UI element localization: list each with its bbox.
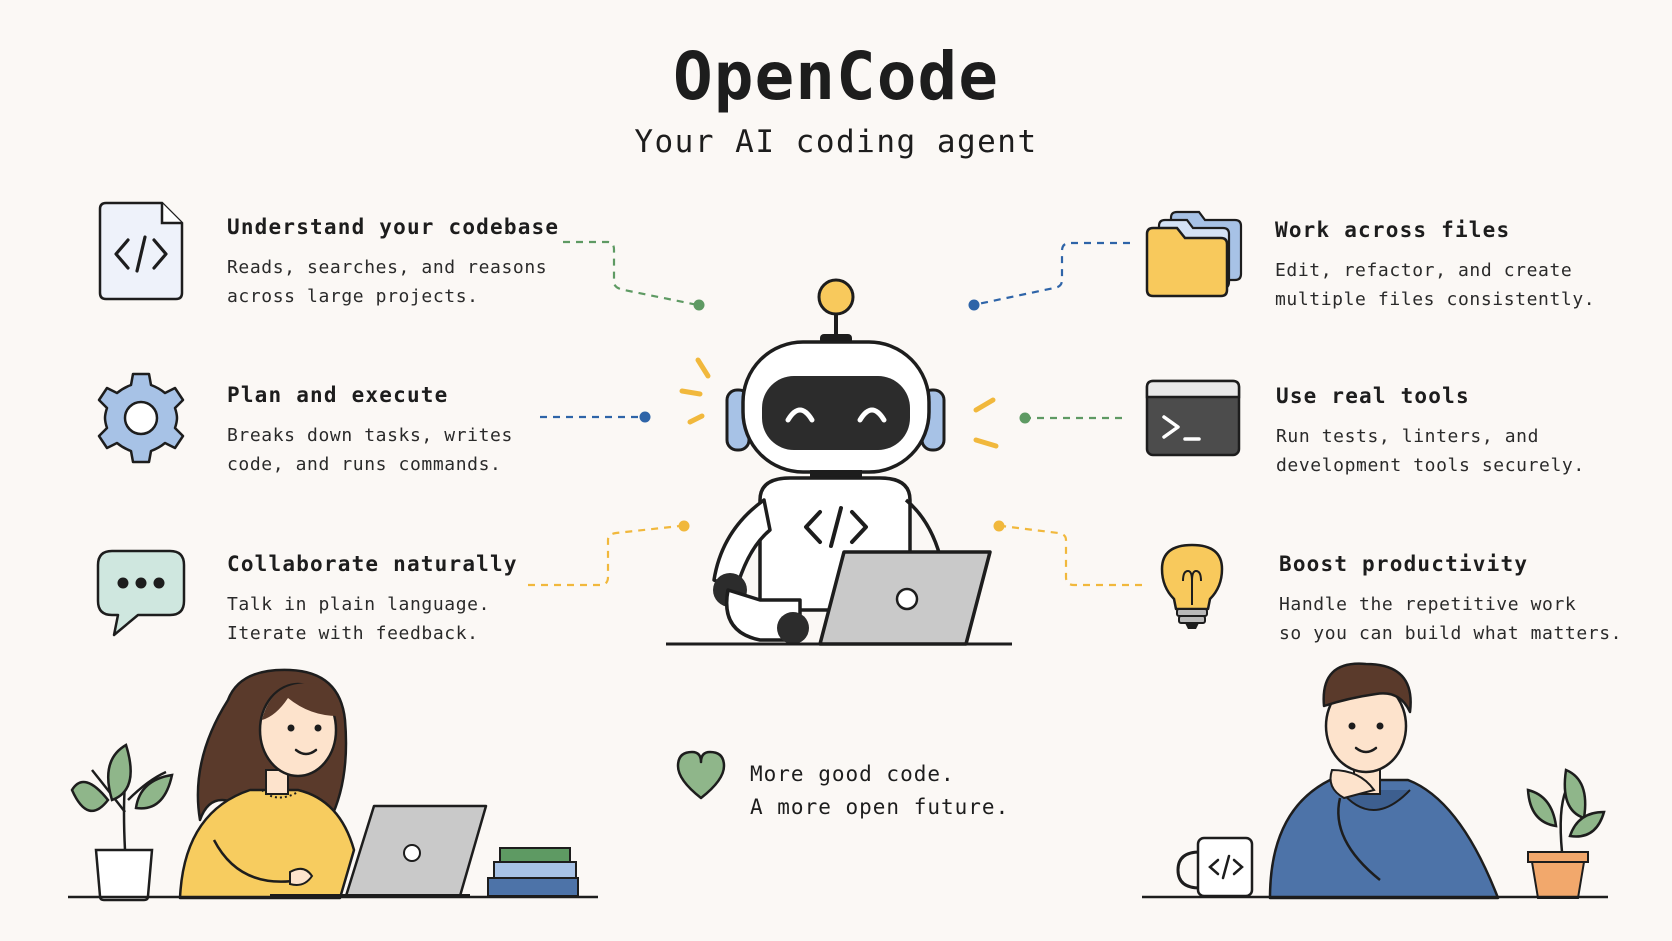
page-title: OpenCode	[673, 38, 999, 115]
page-subtitle: Your AI coding agent	[634, 124, 1038, 160]
feature-title: Work across files	[1275, 218, 1511, 242]
feature-description: Talk in plain language. Iterate with fee…	[227, 594, 491, 644]
connector-tools	[1019, 412, 1122, 424]
feature-description: Reads, searches, and reasons across larg…	[227, 257, 548, 307]
man-thinking-illustration	[1142, 662, 1608, 900]
plant-left-icon	[70, 743, 174, 902]
feature-understand-codebase: Understand your codebase Reads, searches…	[227, 215, 559, 311]
connector-understand	[563, 240, 705, 311]
feature-title: Use real tools	[1276, 384, 1470, 408]
connector-productivity	[993, 520, 1142, 587]
feature-description: Handle the repetitive work so you can bu…	[1279, 594, 1623, 644]
connector-files	[968, 241, 1130, 311]
lightbulb-icon	[1160, 543, 1224, 629]
plant-right-icon	[1526, 768, 1606, 899]
heart-icon	[676, 750, 726, 800]
spark-right-icon	[973, 397, 999, 449]
chat-bubble-icon	[96, 549, 186, 637]
folders-icon	[1145, 210, 1243, 298]
feature-plan-execute: Plan and execute Breaks down tasks, writ…	[227, 383, 513, 479]
connector-plan	[540, 411, 651, 423]
feature-description: Run tests, linters, and development tool…	[1276, 426, 1585, 476]
spark-left-icon	[679, 357, 711, 425]
terminal-icon	[1145, 379, 1241, 457]
code-file-icon	[98, 201, 184, 301]
feature-use-real-tools: Use real tools Run tests, linters, and d…	[1276, 384, 1585, 480]
robot-mascot	[666, 278, 1012, 646]
code-mug-icon	[1176, 836, 1254, 898]
connector-collaborate	[528, 520, 690, 587]
feature-boost-productivity: Boost productivity Handle the repetitive…	[1279, 552, 1622, 648]
feature-title: Plan and execute	[227, 383, 449, 407]
feature-title: Boost productivity	[1279, 552, 1529, 576]
gear-icon	[97, 372, 185, 464]
tagline: More good code. A more open future.	[750, 758, 1009, 824]
feature-title: Collaborate naturally	[227, 552, 518, 576]
feature-title: Understand your codebase	[227, 215, 560, 239]
books-icon	[487, 847, 579, 897]
feature-description: Edit, refactor, and create multiple file…	[1275, 260, 1596, 310]
woman-at-laptop-illustration	[68, 668, 598, 902]
feature-work-across-files: Work across files Edit, refactor, and cr…	[1275, 218, 1595, 314]
feature-collaborate: Collaborate naturally Talk in plain lang…	[227, 552, 518, 648]
tagline-line-1: More good code.	[750, 762, 955, 786]
feature-description: Breaks down tasks, writes code, and runs…	[227, 425, 513, 475]
tagline-line-2: A more open future.	[750, 795, 1010, 819]
